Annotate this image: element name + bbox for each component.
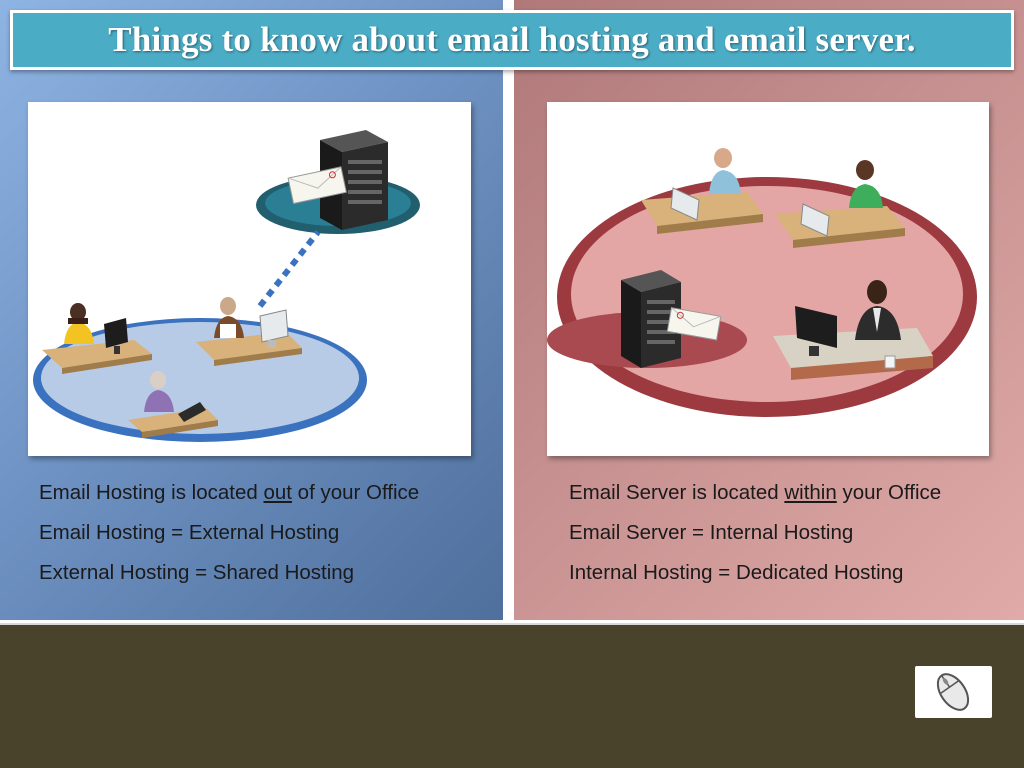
title-banner: Things to know about email hosting and e… [10,10,1014,70]
office-worker-icon [128,371,218,438]
left-text-block: Email Hosting is located out of your Off… [39,480,499,600]
office-worker-icon [641,148,763,234]
office-worker-icon [42,303,152,374]
right-line-2: Email Server = Internal Hosting [569,521,854,544]
office-worker-icon [773,280,933,380]
server-icon [621,270,681,368]
emphasis-out: out [263,481,292,504]
left-line-1: Email Hosting is located out of your Off… [39,481,420,504]
slide-title: Things to know about email hosting and e… [108,20,916,59]
internal-server-office-illustration [547,148,977,417]
office-worker-icon [196,297,302,366]
mouse-navigation-button[interactable] [915,666,992,718]
right-line-3: Internal Hosting = Dedicated Hosting [569,561,904,584]
external-hosting-network-illustration [33,130,420,442]
server-icon [320,130,388,230]
mouse-icon [936,673,970,711]
internal-server-illustration [547,102,989,456]
right-line-1: Email Server is located within your Offi… [569,481,942,504]
left-line-2: Email Hosting = External Hosting [39,521,340,544]
office-worker-icon [775,160,905,248]
emphasis-within: within [784,481,837,504]
footer-bar [0,623,1024,768]
envelope-icon [666,307,722,341]
envelope-icon [287,166,347,205]
external-hosting-illustration [28,102,471,456]
right-text-block: Email Server is located within your Offi… [569,480,1019,600]
left-line-3: External Hosting = Shared Hosting [39,561,355,584]
